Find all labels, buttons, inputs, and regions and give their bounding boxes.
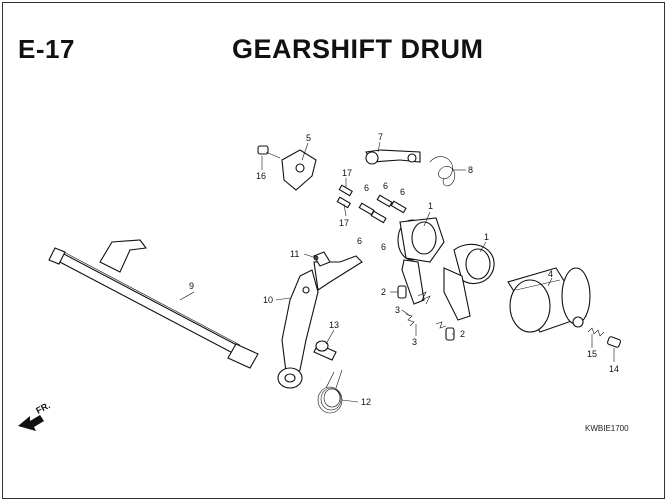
guide-pins-6 bbox=[358, 194, 407, 224]
reference-code: KWBIE1700 bbox=[585, 424, 629, 433]
callout-10: 10 bbox=[263, 295, 273, 305]
callout-1-left: 1 bbox=[428, 201, 433, 211]
fork-pin-left bbox=[397, 285, 407, 299]
leader-lines bbox=[179, 141, 615, 403]
direction-label: FR. bbox=[34, 400, 51, 416]
callout-5: 5 bbox=[306, 133, 311, 143]
callout-2-left: 2 bbox=[381, 287, 386, 297]
gearshift-spindle bbox=[48, 239, 259, 369]
callout-3-right: 3 bbox=[412, 337, 417, 347]
diagram-frame bbox=[2, 2, 665, 499]
callout-11: 11 bbox=[290, 249, 299, 259]
callout-13: 13 bbox=[329, 320, 339, 330]
callout-16: 16 bbox=[256, 171, 266, 181]
callout-8: 8 bbox=[468, 165, 473, 175]
callout-3-left: 3 bbox=[395, 305, 400, 315]
dowel-pins-17 bbox=[336, 184, 353, 209]
callouts: 5 7 8 16 17 17 6 6 6 6 6 1 1 4 11 10 9 2… bbox=[189, 132, 619, 407]
callout-6-d: 6 bbox=[357, 236, 362, 246]
shift-arm bbox=[277, 255, 363, 389]
callout-12: 12 bbox=[361, 397, 371, 407]
shift-fork-left bbox=[397, 217, 445, 305]
callout-6-e: 6 bbox=[381, 242, 386, 252]
drum-pin bbox=[607, 336, 621, 348]
callout-6-a: 6 bbox=[364, 183, 369, 193]
callout-17-bottom: 17 bbox=[339, 218, 349, 228]
page-title: GEARSHIFT DRUM bbox=[232, 34, 484, 64]
callout-17-top: 17 bbox=[342, 168, 352, 178]
fork-spring-right bbox=[405, 313, 447, 329]
callout-2-right: 2 bbox=[460, 329, 465, 339]
callout-6-b: 6 bbox=[383, 181, 388, 191]
bolt-16 bbox=[257, 145, 281, 159]
front-direction-arrow: FR. bbox=[18, 400, 52, 431]
callout-4: 4 bbox=[548, 269, 553, 279]
section-code: E-17 bbox=[18, 34, 75, 64]
return-spring bbox=[317, 369, 343, 414]
stopper-arm bbox=[365, 149, 421, 165]
stopper-plate bbox=[281, 149, 317, 191]
stopper-spring bbox=[429, 156, 456, 187]
fork-spring-left bbox=[417, 291, 431, 305]
callout-1-right: 1 bbox=[484, 232, 489, 242]
bolt-13 bbox=[313, 340, 337, 361]
gearshift-drum bbox=[507, 267, 591, 333]
callout-15: 15 bbox=[587, 349, 597, 359]
callout-7: 7 bbox=[378, 132, 383, 142]
callout-14: 14 bbox=[609, 364, 619, 374]
shift-fork-right bbox=[443, 243, 495, 321]
drum-spring bbox=[587, 327, 605, 337]
callout-9: 9 bbox=[189, 281, 194, 291]
callout-6-c: 6 bbox=[400, 187, 405, 197]
